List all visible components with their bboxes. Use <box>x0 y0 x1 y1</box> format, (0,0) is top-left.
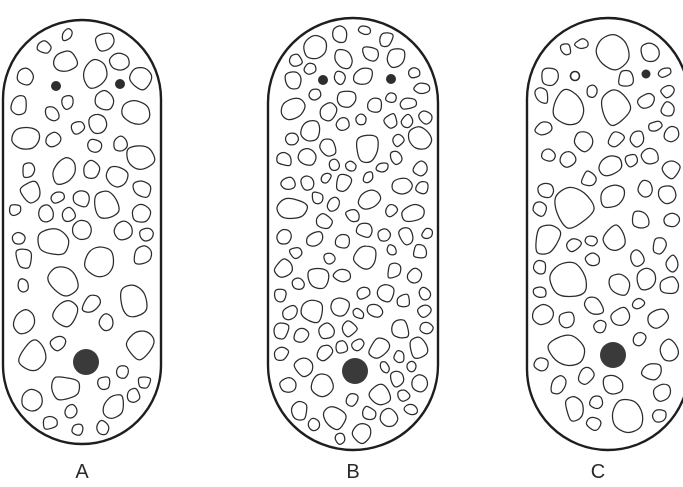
granule <box>318 75 328 85</box>
granule <box>386 74 396 84</box>
panel-label-c: C <box>591 461 605 483</box>
nucleus <box>73 349 99 375</box>
panel-label-a: A <box>75 461 89 483</box>
nucleus <box>342 358 368 384</box>
panel-c: C <box>527 18 683 483</box>
granule <box>115 79 125 89</box>
panel-b: B <box>268 18 438 483</box>
granule <box>642 70 651 79</box>
granule <box>51 81 61 91</box>
panel-a: A <box>3 20 161 483</box>
cell-outline-a <box>3 20 161 444</box>
panel-label-b: B <box>346 461 359 483</box>
granule <box>571 72 580 81</box>
nucleus <box>600 342 626 368</box>
